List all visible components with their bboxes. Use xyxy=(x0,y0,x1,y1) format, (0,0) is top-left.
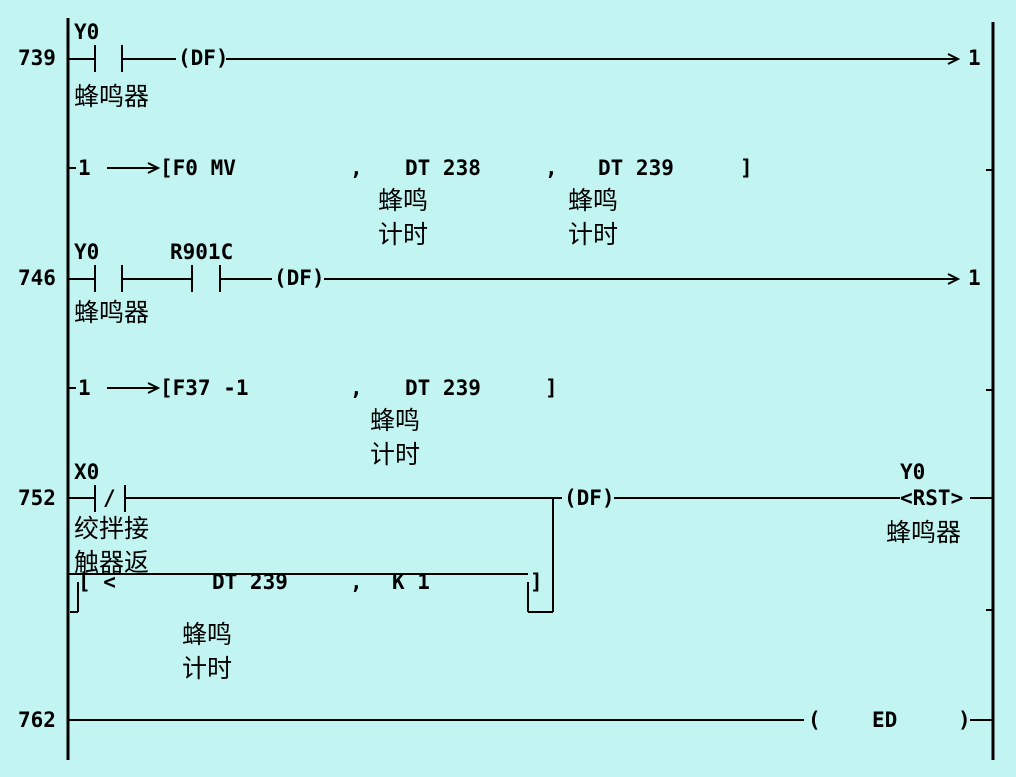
df-instruction: (DF) xyxy=(564,486,615,510)
contact-comment: 绞拌接 xyxy=(74,514,150,543)
operand-comment: 蜂鸣 xyxy=(378,186,429,215)
step-number-752: 752 xyxy=(18,486,56,510)
arrow-end-mark: 1 xyxy=(968,46,981,70)
contact-label-y0: Y0 xyxy=(74,20,100,44)
separator: , xyxy=(350,376,363,400)
close-bracket: ] xyxy=(740,156,753,180)
contact-comment-buzzer: 蜂鸣器 xyxy=(74,298,150,327)
continuation-1 xyxy=(68,162,161,174)
step-number-746: 746 xyxy=(18,266,56,290)
operand-dt239: DT 239 xyxy=(405,376,481,400)
contact-comment-buzzer: 蜂鸣器 xyxy=(74,82,150,111)
separator: , xyxy=(545,156,558,180)
contact-comment: 触器返 xyxy=(74,548,150,577)
compare-open: [ < xyxy=(78,570,116,594)
coil-label-y0: Y0 xyxy=(900,460,926,484)
mv-instruction: [F0 MV xyxy=(160,156,236,180)
rung-752 xyxy=(68,485,993,613)
operand-comment: 蜂鸣 xyxy=(370,406,421,435)
end-open-paren: ( xyxy=(808,708,821,732)
arrow-end-mark: 1 xyxy=(968,266,981,290)
compare-constant-k1: K 1 xyxy=(392,570,430,594)
step-number-762: 762 xyxy=(18,708,56,732)
operand-comment: 计时 xyxy=(370,440,421,469)
operand-comment: 计时 xyxy=(568,220,619,249)
operand-comment: 蜂鸣 xyxy=(182,620,233,649)
df-instruction: (DF) xyxy=(178,46,229,70)
contact-label-x0: X0 xyxy=(74,460,100,484)
nc-contact-symbol: / xyxy=(103,486,116,510)
rst-coil: <RST> xyxy=(900,486,964,510)
continuation-2 xyxy=(68,382,161,394)
df-instruction: (DF) xyxy=(274,266,325,290)
compare-operand-dt239: DT 239 xyxy=(212,570,288,594)
end-close-paren: ) xyxy=(958,708,971,732)
continue-mark: 1 xyxy=(78,376,91,400)
step-number-739: 739 xyxy=(18,46,56,70)
operand-comment: 计时 xyxy=(378,220,429,249)
right-rail-ticks xyxy=(986,169,993,611)
compare-close: ] xyxy=(530,570,543,594)
contact-label-y0: Y0 xyxy=(74,240,100,264)
end-instruction: ED xyxy=(872,708,898,732)
coil-comment-buzzer: 蜂鸣器 xyxy=(886,518,962,547)
operand-dt238: DT 238 xyxy=(405,156,481,180)
contact-label-r901c: R901C xyxy=(170,240,234,264)
rung-746 xyxy=(68,265,961,292)
continue-mark: 1 xyxy=(78,156,91,180)
operand-comment: 计时 xyxy=(182,654,233,683)
rung-739 xyxy=(68,45,961,72)
separator: , xyxy=(350,570,363,594)
separator: , xyxy=(350,156,363,180)
operand-comment: 蜂鸣 xyxy=(568,186,619,215)
operand-dt239: DT 239 xyxy=(598,156,674,180)
close-bracket: ] xyxy=(545,376,558,400)
f37-instruction: [F37 -1 xyxy=(160,376,249,400)
